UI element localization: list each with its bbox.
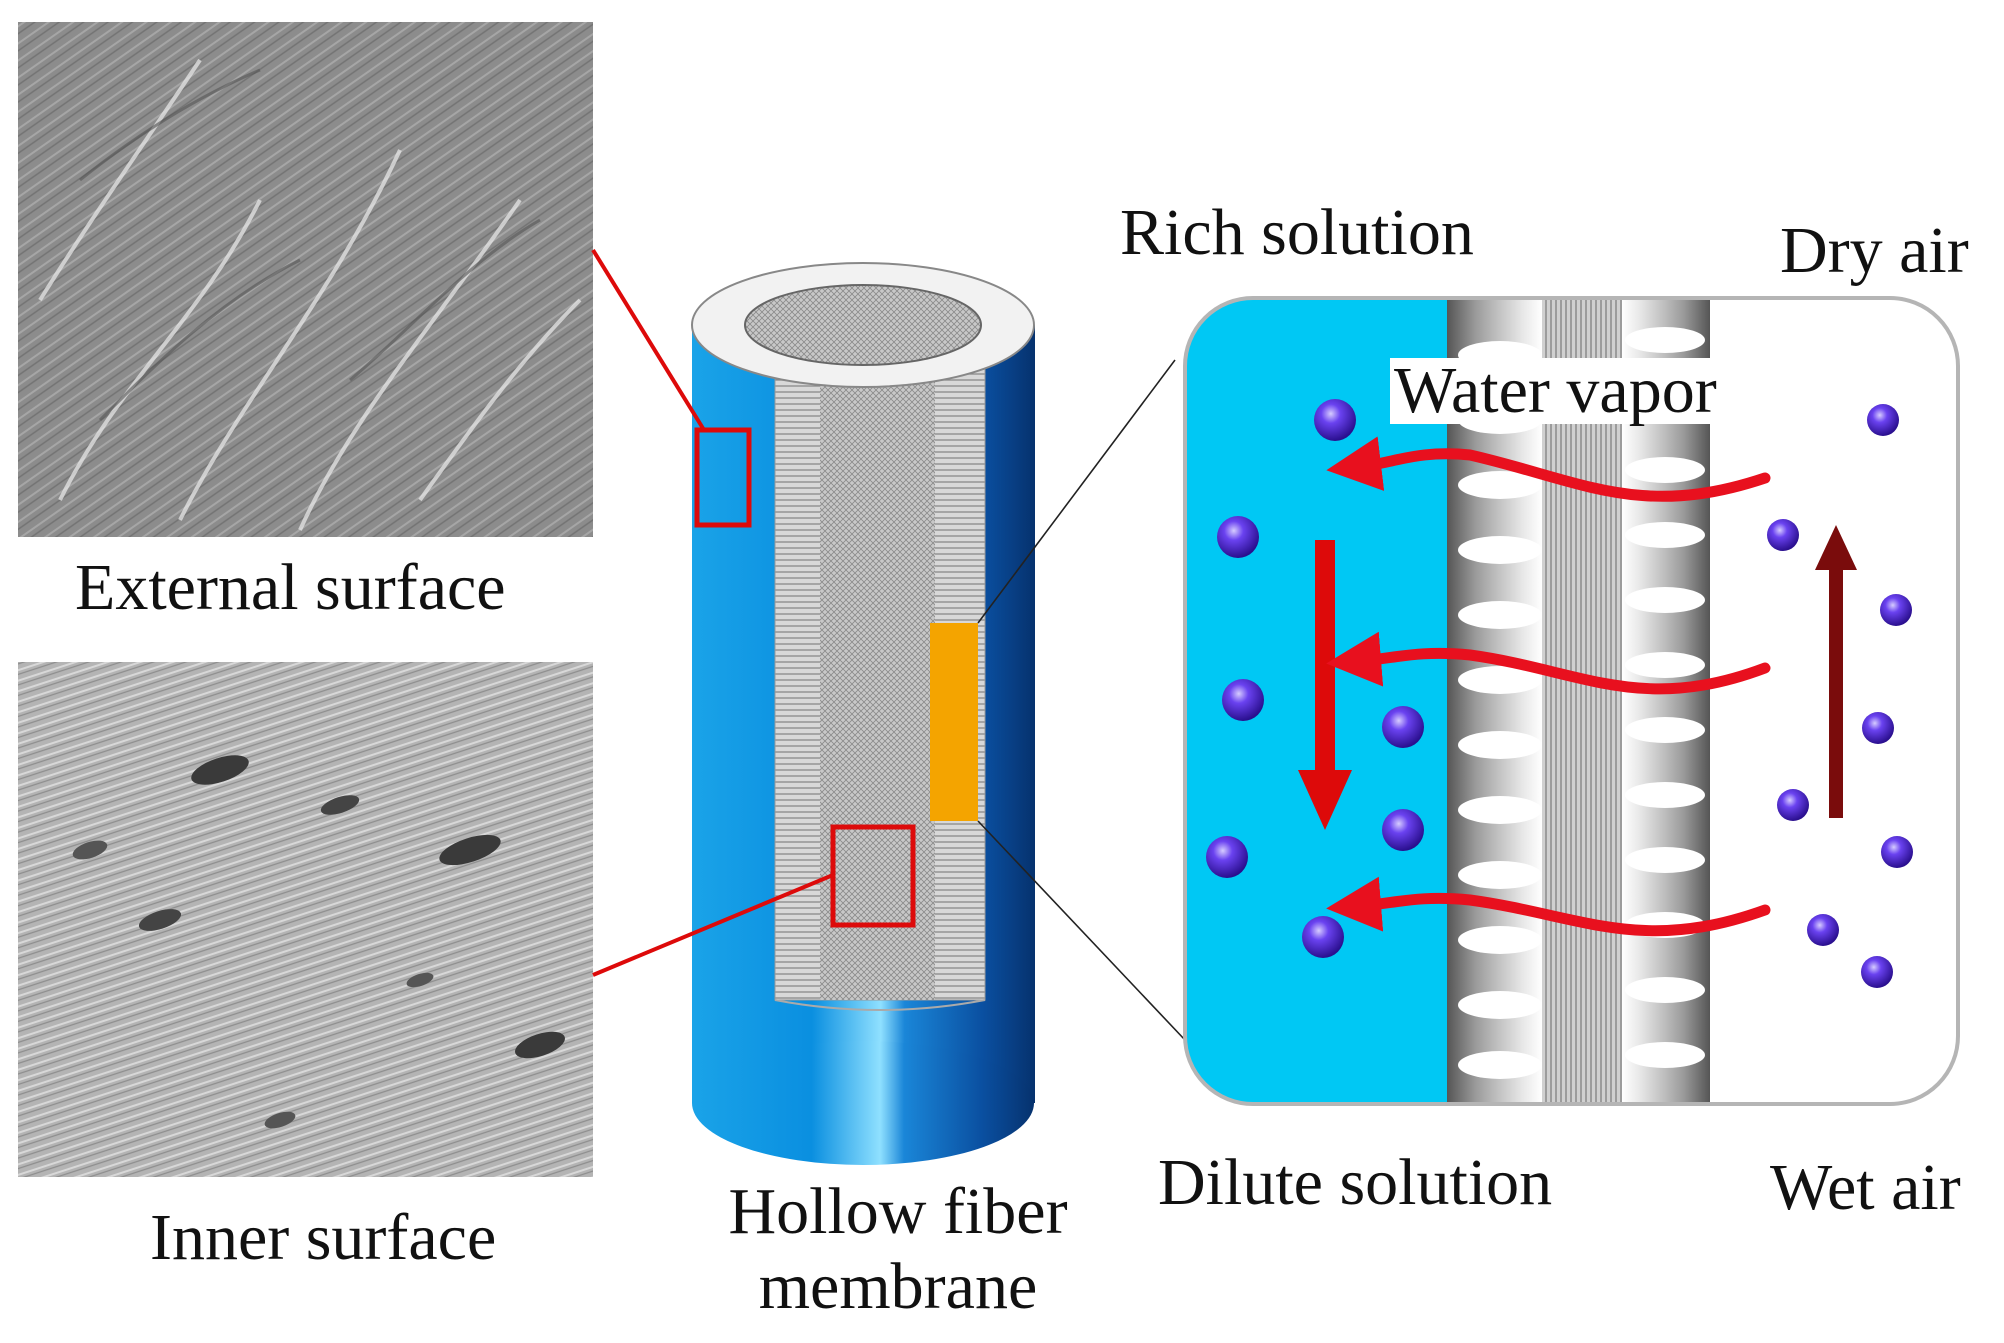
external-surface-label: External surface	[75, 551, 506, 624]
rich-solution-label: Rich solution	[1120, 196, 1474, 269]
zoom-line-top	[977, 359, 1176, 624]
inner-surface-sem-image	[18, 662, 593, 1177]
dry-air-label: Dry air	[1780, 214, 1969, 287]
inner-surface-label: Inner surface	[150, 1201, 497, 1274]
solution-flow-arrow	[1298, 540, 1352, 830]
membrane-dense-layer	[1542, 298, 1622, 1104]
external-surface-leader-line	[591, 248, 706, 432]
air-flow-arrow	[1815, 525, 1857, 818]
membrane-outer-layer	[1622, 298, 1710, 1104]
hollow-fiber-membrane-label: Hollow fiber membrane	[708, 1175, 1088, 1324]
dilute-solution-label: Dilute solution	[1158, 1146, 1553, 1219]
external-surface-marker	[694, 427, 752, 528]
zoom-line-bottom	[977, 820, 1186, 1041]
water-vapor-label: Water vapor	[1390, 358, 1721, 424]
hollow-fiber-cylinder	[691, 262, 1035, 1165]
hollow-fiber-label-line2: membrane	[758, 1249, 1038, 1323]
membrane-wall-highlight	[930, 623, 978, 821]
membrane-detail-border	[1183, 296, 1960, 1106]
external-surface-sem-image	[18, 22, 593, 537]
wet-air-label: Wet air	[1770, 1151, 1961, 1224]
hollow-fiber-label-line1: Hollow fiber	[728, 1175, 1068, 1248]
inner-surface-leader-line	[592, 873, 834, 977]
vapor-transport-arrows	[1326, 436, 1771, 937]
water-molecules	[1206, 399, 1913, 988]
